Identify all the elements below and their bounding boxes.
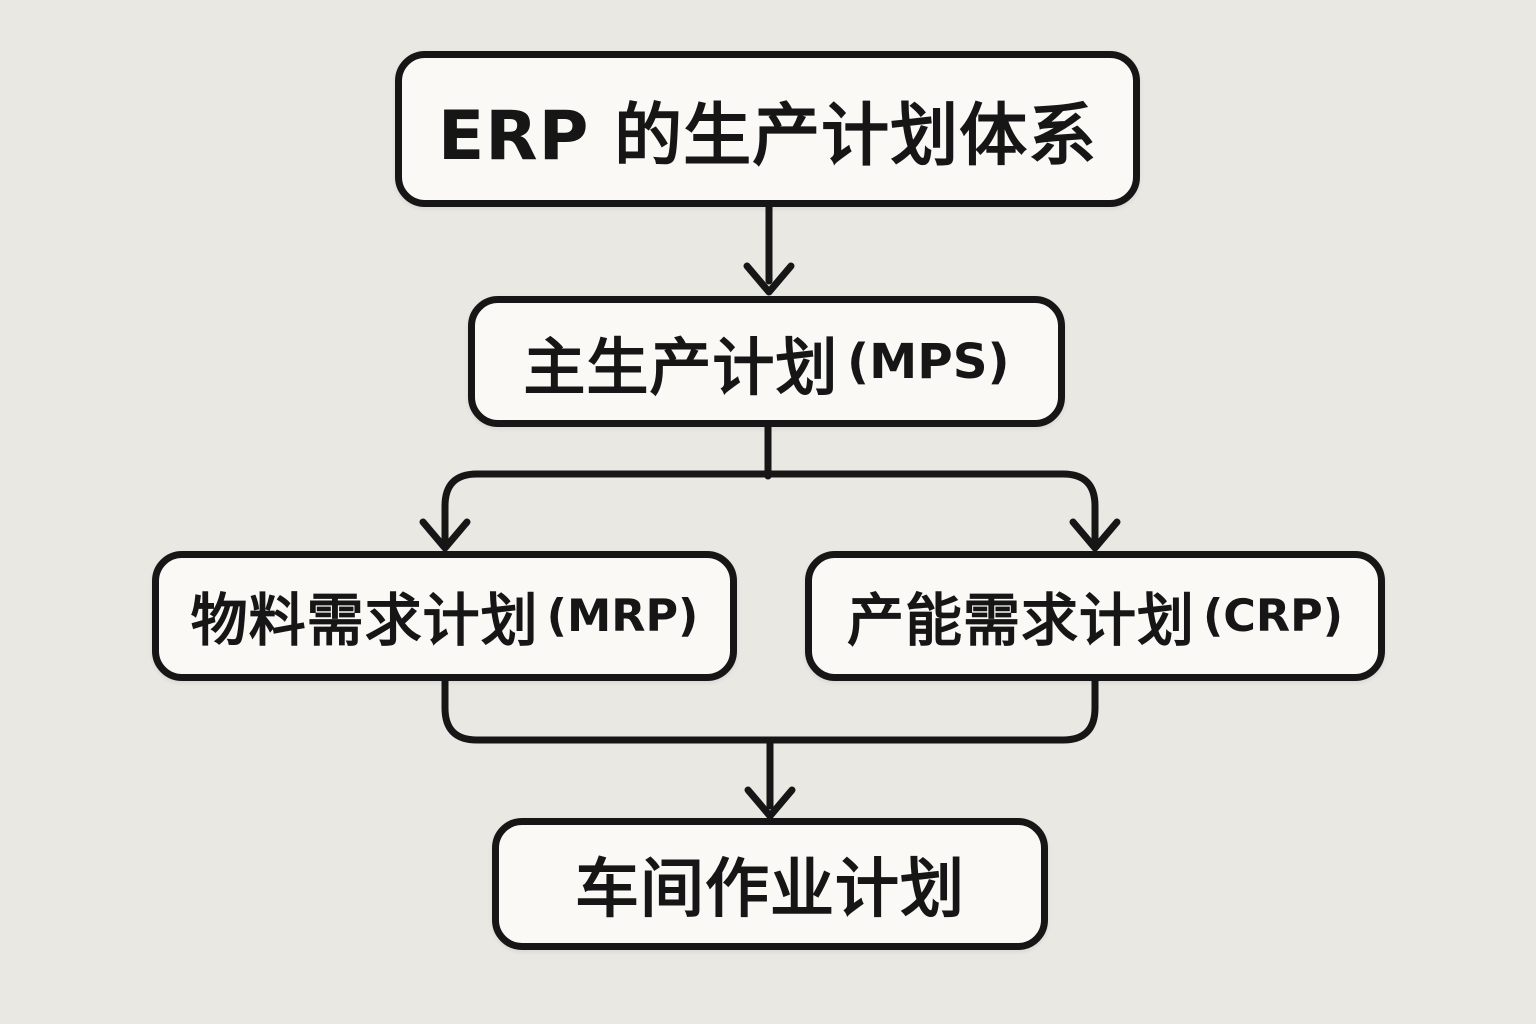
arrowhead-mps-to-crp — [1069, 518, 1121, 552]
node-material-requirements-planning: 物料需求计划 (MRP) — [152, 551, 737, 681]
node-master-production-schedule: 主生产计划 (MPS) — [468, 296, 1065, 427]
node-shop-label: 车间作业计划 — [575, 853, 965, 927]
node-title-label: ERP 的生产计划体系 — [437, 96, 1098, 176]
node-mrp-abbr: (MRP) — [546, 590, 699, 642]
arrowhead-title-to-mps — [743, 262, 795, 296]
node-erp-production-planning-system: ERP 的生产计划体系 — [395, 51, 1140, 207]
node-crp-abbr: (CRP) — [1202, 590, 1344, 642]
node-mps-label: 主生产计划 — [523, 330, 839, 404]
edge-merge-bar — [441, 677, 1099, 744]
node-capacity-requirements-planning: 产能需求计划 (CRP) — [805, 551, 1385, 681]
node-mrp-label: 物料需求计划 — [190, 588, 539, 654]
node-crp-label: 产能需求计划 — [846, 588, 1195, 654]
arrowhead-mps-to-mrp — [419, 518, 471, 552]
arrowhead-merge-to-shop — [744, 786, 796, 820]
edge-split-bar — [441, 470, 1099, 544]
node-shop-floor-scheduling: 车间作业计划 — [492, 818, 1048, 950]
node-mps-abbr: (MPS) — [847, 333, 1010, 390]
